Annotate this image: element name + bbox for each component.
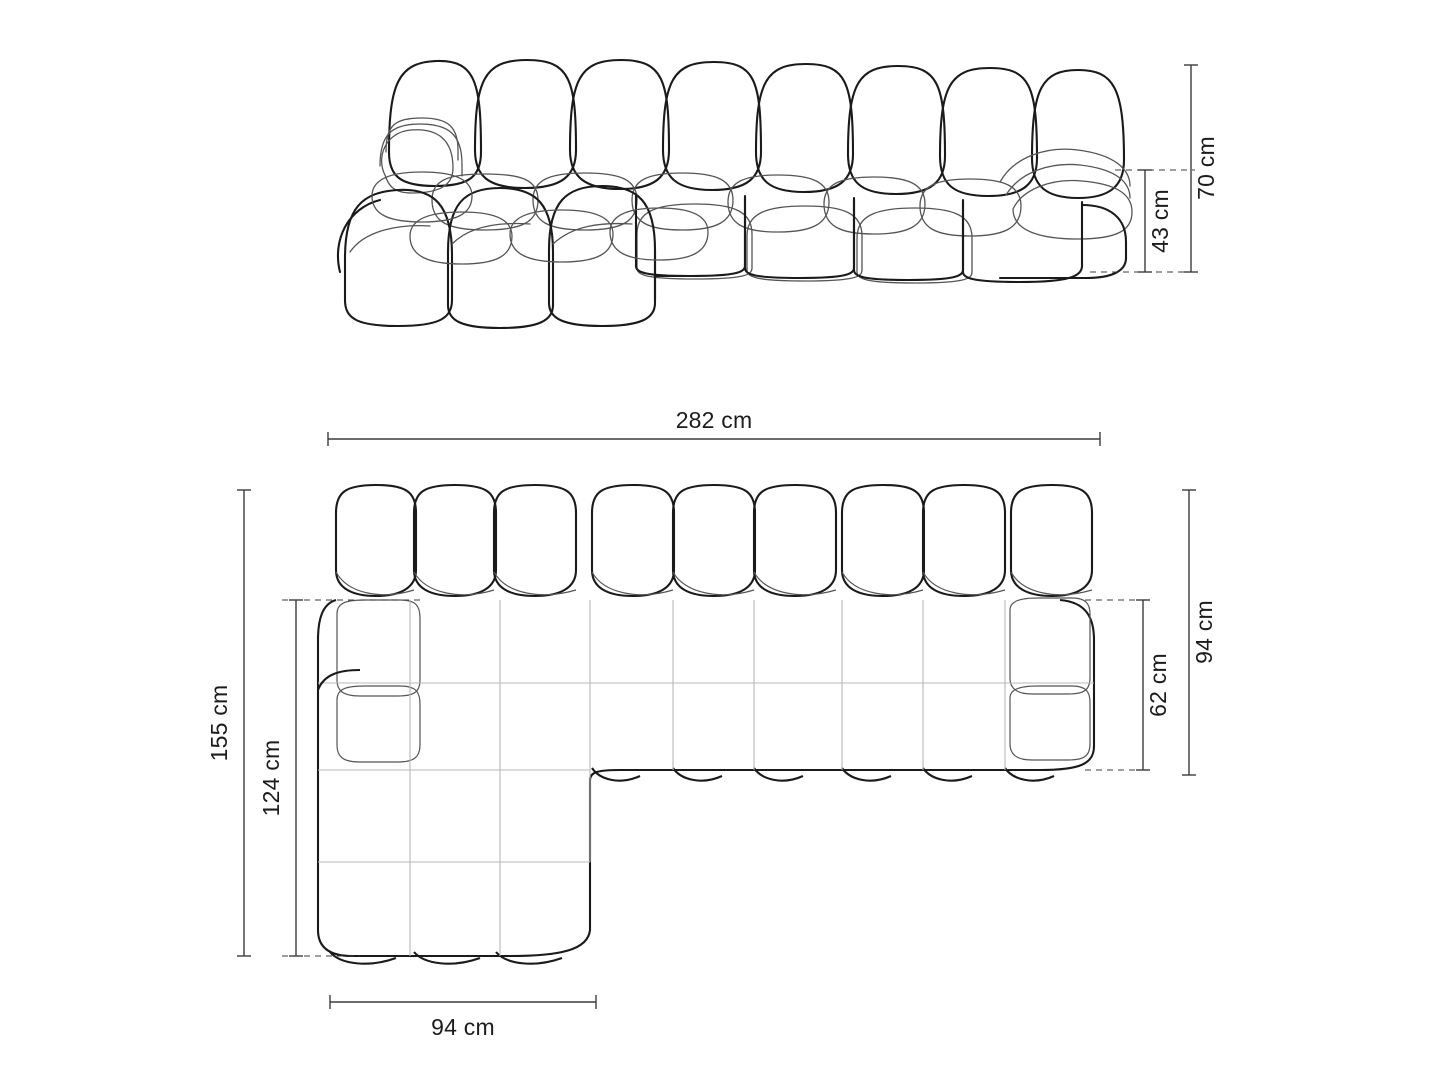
front-chaise-block [336,184,657,330]
front-backrest-cushions [387,58,1126,200]
plan-seat-body-outline [316,598,1096,958]
plan-backrest-seat-junction [335,571,1093,596]
dimension-label-chaise-depth: 124 cm [258,740,284,817]
plan-seat-grid [318,600,1094,956]
plan-right-armrest [1009,597,1091,761]
plan-seat-front-scallops [591,767,1055,782]
dimension-plan-total-depth [237,489,251,957]
front-seat-cushions [636,203,973,284]
front-right-body-profile [998,203,1128,280]
top-plan-view [316,483,1096,965]
dimension-plan-chaise-depth [289,599,303,957]
front-corner-mid-cushions [371,171,709,265]
front-elevation-view [336,58,1133,330]
dimension-label-seat-depth-inner: 62 cm [1145,653,1171,717]
dimension-front-seat-height [1138,169,1152,273]
plan-chaise-front-scallops [329,951,563,965]
dimension-plan-total-width [327,432,1101,446]
dimension-label-seat-depth-total: 94 cm [1191,600,1217,664]
dimension-plan-seat-depth-inner [1136,599,1150,771]
front-dimension-extension-lines [1090,169,1195,273]
plan-chaise-seat-outlines [317,668,361,691]
dimension-label-total-depth: 155 cm [206,685,232,762]
dimension-label-total-width: 282 cm [676,407,753,433]
dimension-label-chaise-width: 94 cm [431,1014,495,1040]
dimension-plan-chaise-width [329,995,597,1009]
dimension-plan-seat-depth-total [1182,489,1196,776]
front-seat-edge-4 [961,200,1084,284]
front-right-armrest [999,148,1133,240]
plan-left-armrest [336,599,421,763]
front-seat-edge-2 [743,196,856,280]
front-seat-edge-3 [852,198,965,282]
dimension-front-total-height [1184,64,1198,273]
plan-backrest-modules [334,483,1094,598]
dimension-label-total-height: 70 cm [1193,136,1219,200]
dimension-label-seat-height: 43 cm [1147,189,1173,253]
front-left-armrest [379,117,463,194]
